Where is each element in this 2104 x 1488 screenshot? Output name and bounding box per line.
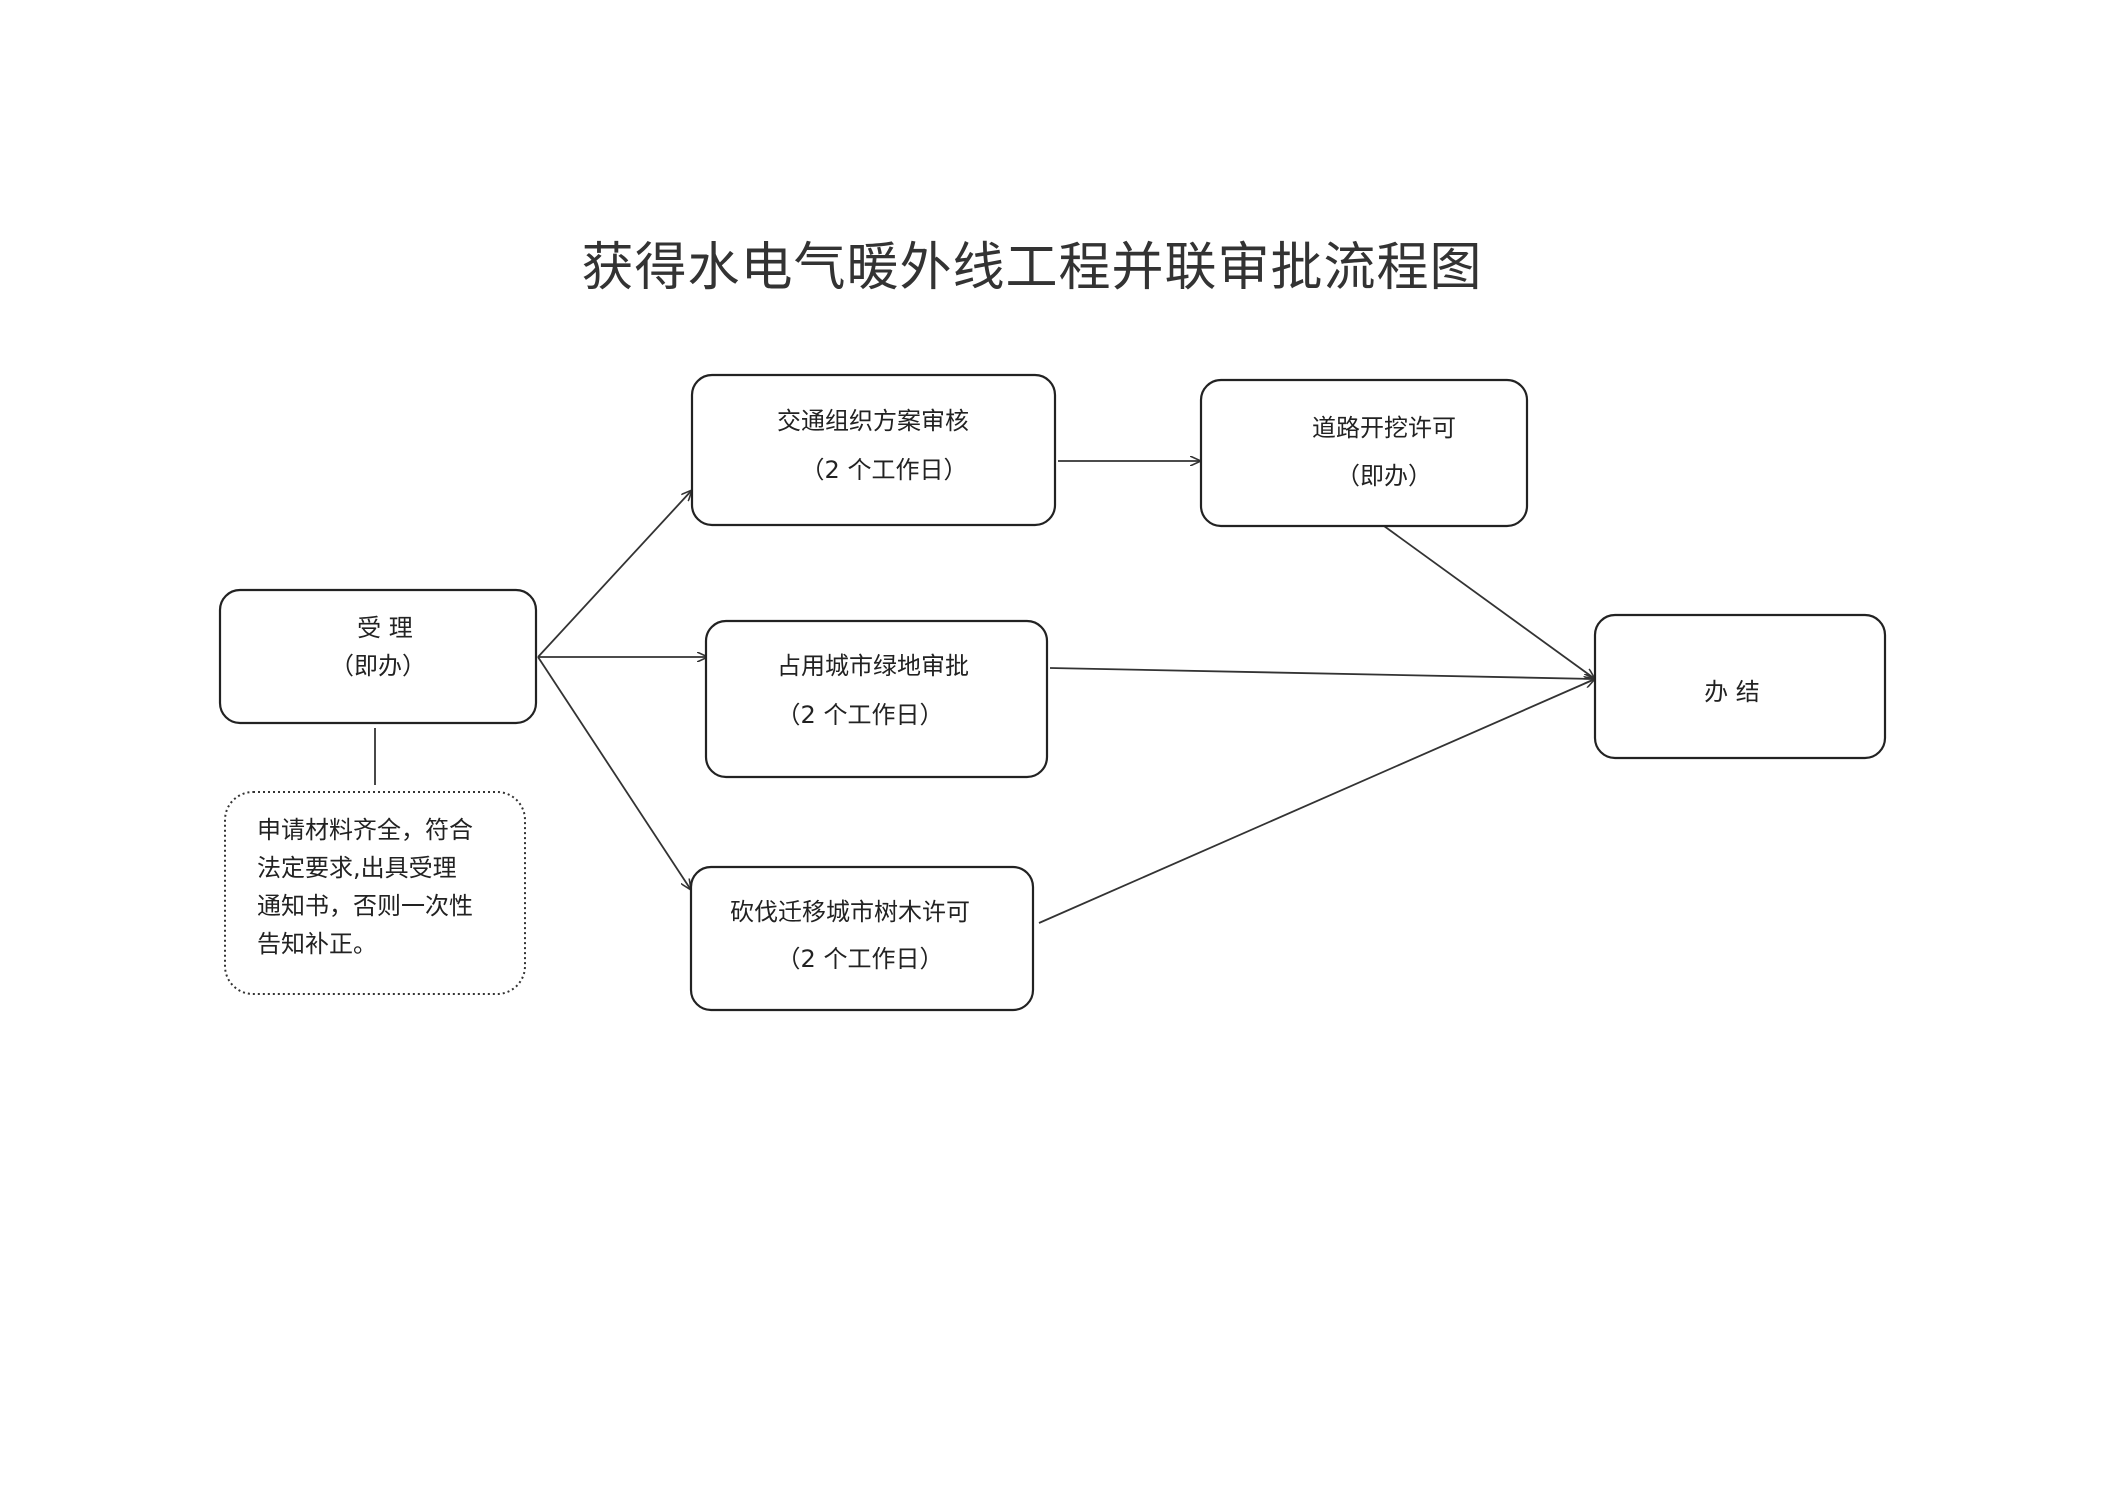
node-greenland: 占用城市绿地审批 （2 个工作日） — [704, 619, 1049, 779]
node-done: 办 结 — [1593, 613, 1887, 760]
acceptance-note: 申请材料齐全，符合 法定要求,出具受理 通知书，否则一次性 告知补正。 — [224, 791, 526, 995]
page-title: 获得水电气暖外线工程并联审批流程图 — [581, 238, 1482, 298]
node-trees-label: 砍伐迁移城市树木许可 — [730, 898, 970, 926]
node-accept-label: 受 理 — [357, 614, 413, 642]
node-traffic-sub: （2 个工作日） — [801, 456, 968, 484]
arrow-trees-to-done — [1038, 679, 1595, 924]
arrow-road-to-done — [1383, 525, 1595, 679]
note-line-1: 申请材料齐全，符合 — [257, 816, 473, 844]
node-accept: 受 理 （即办） — [218, 588, 538, 725]
node-road-sub: （即办） — [1336, 462, 1432, 490]
node-accept-sub: （即办） — [330, 652, 426, 680]
node-done-label: 办 结 — [1704, 678, 1760, 706]
node-traffic: 交通组织方案审核 （2 个工作日） — [690, 373, 1057, 527]
node-trees: 砍伐迁移城市树木许可 （2 个工作日） — [689, 865, 1035, 1012]
node-greenland-label: 占用城市绿地审批 — [777, 652, 969, 680]
arrow-greenland-to-done — [1049, 667, 1595, 679]
node-trees-sub: （2 个工作日） — [777, 945, 944, 973]
node-road-label: 道路开挖许可 — [1312, 414, 1456, 442]
node-traffic-label: 交通组织方案审核 — [777, 407, 969, 435]
arrow-accept-to-traffic — [537, 490, 692, 658]
note-line-3: 通知书，否则一次性 — [257, 892, 473, 920]
node-greenland-sub: （2 个工作日） — [777, 701, 944, 729]
note-line-4: 告知补正。 — [257, 930, 377, 958]
note-line-2: 法定要求,出具受理 — [257, 854, 457, 882]
arrow-accept-to-trees — [537, 656, 691, 890]
node-road: 道路开挖许可 （即办） — [1199, 378, 1529, 528]
